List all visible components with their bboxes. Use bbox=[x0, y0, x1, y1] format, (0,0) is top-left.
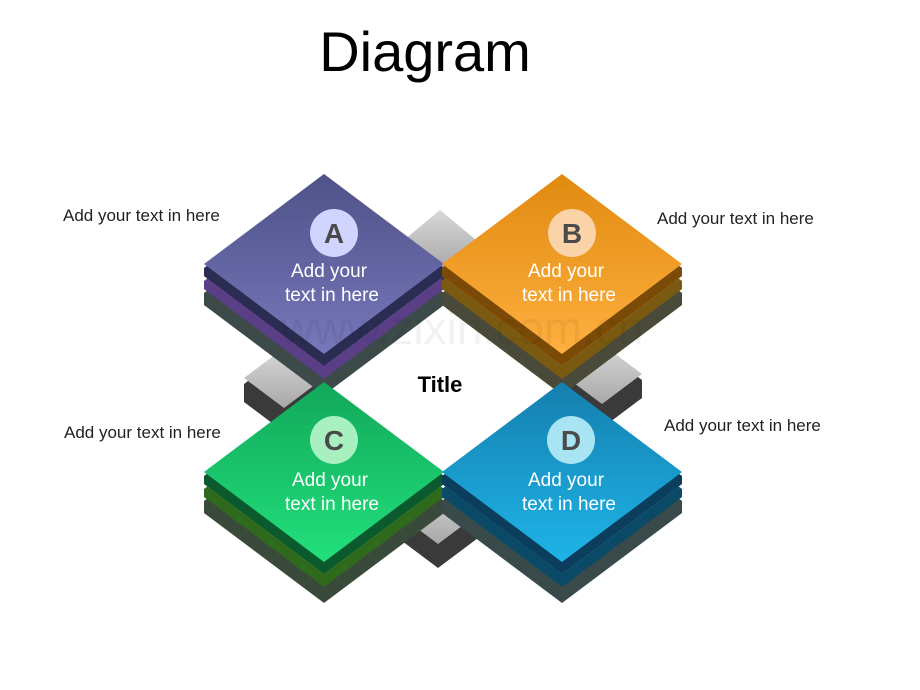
center-title: Title bbox=[418, 372, 463, 397]
tile-b-badge bbox=[548, 209, 596, 257]
side-note-a: Add your text in here bbox=[63, 206, 220, 225]
tile-a-text-line1: Add your bbox=[291, 261, 368, 282]
tile-d-text-line2: text in here bbox=[522, 494, 616, 515]
tile-a-face bbox=[204, 174, 444, 354]
tile-c-face bbox=[204, 382, 444, 562]
tile-b-letter: B bbox=[562, 218, 582, 249]
tile-c-text-line2: text in here bbox=[285, 494, 379, 515]
side-note-c: Add your text in here bbox=[64, 423, 221, 442]
side-note-d: Add your text in here bbox=[664, 416, 821, 435]
watermark: www.zixin.com.cn bbox=[280, 302, 644, 354]
tile-d-face bbox=[442, 382, 682, 562]
tile-b-face bbox=[442, 174, 682, 354]
tile-b: B Add your text in here bbox=[442, 174, 682, 395]
tile-a-text-line2: text in here bbox=[285, 285, 379, 306]
tile-d-letter: D bbox=[561, 425, 581, 456]
tile-b-text-line2: text in here bbox=[522, 285, 616, 306]
tile-a: A Add your text in here bbox=[204, 174, 444, 395]
tile-c-letter: C bbox=[324, 425, 344, 456]
tile-d-badge bbox=[547, 416, 595, 464]
side-note-b: Add your text in here bbox=[657, 209, 814, 228]
tile-d-text-line1: Add your bbox=[528, 470, 605, 491]
tile-a-letter: A bbox=[324, 218, 344, 249]
page-title: Diagram bbox=[319, 20, 531, 83]
tile-c-badge bbox=[310, 416, 358, 464]
tile-b-text-line1: Add your bbox=[528, 261, 605, 282]
tile-a-badge bbox=[310, 209, 358, 257]
tile-c: C Add your text in here bbox=[204, 382, 444, 603]
tile-c-text-line1: Add your bbox=[292, 470, 369, 491]
tile-d: D Add your text in here bbox=[442, 382, 682, 603]
